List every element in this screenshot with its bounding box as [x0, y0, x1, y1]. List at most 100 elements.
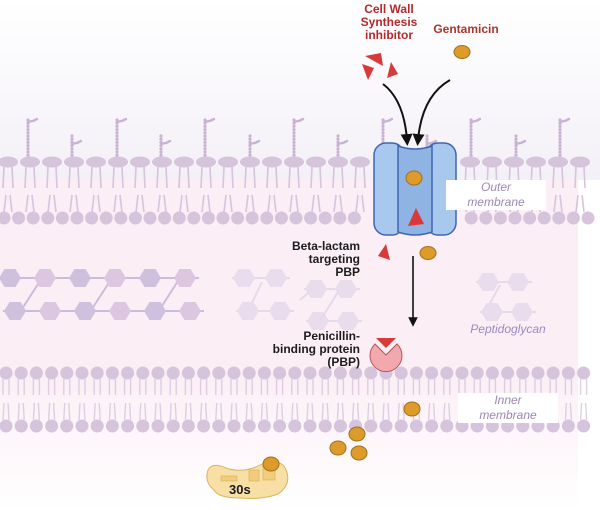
lipid-head [242, 366, 256, 380]
lipid-tail [184, 379, 193, 395]
gentamicin-molecule [419, 246, 437, 260]
lps-sugar [26, 140, 30, 144]
lps-branch [558, 117, 571, 124]
lipid-head [546, 366, 560, 380]
lipid-head [288, 419, 302, 433]
lipid-tail [534, 379, 542, 395]
lipid-tail [412, 379, 421, 395]
lipid-head [561, 366, 575, 380]
lipid-head [12, 211, 26, 225]
lipid-head [99, 211, 113, 225]
lipid-tail [351, 379, 360, 395]
lipid-head [90, 419, 104, 433]
lipid-head [350, 156, 370, 168]
lipid-head [90, 366, 104, 380]
lps-branch [469, 117, 482, 124]
lipid-tail [382, 379, 390, 395]
lps-sugar [203, 128, 207, 132]
lps-branch [336, 139, 349, 146]
lps-sugar [469, 144, 473, 148]
lps-branch [248, 139, 261, 146]
lipid-head [526, 156, 546, 168]
arrow-inhibitor-to-porin [382, 83, 413, 146]
lps-sugar [159, 153, 163, 157]
lipid-head [566, 211, 580, 225]
lipid-tail [184, 402, 193, 421]
lipid-head [289, 211, 303, 225]
lps-sugar [558, 134, 562, 138]
lipid-tail [321, 379, 329, 395]
lipid-tail [245, 379, 253, 395]
lipid-head [75, 419, 89, 433]
lipid-tail [245, 194, 255, 213]
lipid-head [455, 366, 469, 380]
lipid-tail [397, 402, 405, 421]
lipid-tail [244, 166, 256, 189]
lipid-head [0, 419, 13, 433]
beta-lactam-label-line: targeting [308, 252, 360, 266]
lps-sugar [558, 150, 562, 154]
lps-sugar [292, 131, 296, 135]
lps-sugar [203, 134, 207, 138]
cytoplasm-region [0, 370, 578, 510]
lps-sugar [248, 150, 252, 154]
lps-sugar [26, 128, 30, 132]
lipid-tail [25, 194, 35, 213]
lps-sugar [425, 137, 429, 141]
lipid-head [531, 366, 545, 380]
lipid-tail [291, 379, 299, 395]
lipid-head [75, 366, 89, 380]
lps-sugar [26, 131, 30, 135]
lipid-head [55, 211, 69, 225]
arrow-gentamicin-to-porin [412, 79, 451, 146]
lps-sugar [292, 150, 296, 154]
lipid-tail [68, 166, 80, 189]
lipid-tail [332, 166, 344, 189]
lipid-head [548, 156, 568, 168]
lipid-head [501, 366, 515, 380]
lipid-tail [336, 379, 345, 395]
lps-sugar [558, 131, 562, 135]
beta-lactam-label-line: PBP [335, 265, 360, 279]
pbp-label-line: binding protein [272, 342, 360, 356]
lps-sugar [469, 128, 473, 132]
lipid-tail [579, 379, 588, 395]
lipid-tail [17, 379, 25, 395]
extracellular-region [0, 0, 600, 180]
lipid-tail [291, 402, 299, 421]
lipid-head [121, 366, 135, 380]
sugar-unit [104, 269, 126, 287]
gentamicin-molecule [403, 401, 421, 417]
lipid-head [181, 419, 195, 433]
lipid-head [130, 156, 150, 168]
lipid-tail [154, 379, 162, 395]
lipid-head [143, 211, 157, 225]
lipid-head [60, 419, 74, 433]
lipid-head [333, 211, 347, 225]
lipid-head [257, 419, 271, 433]
lipid-head [64, 156, 84, 168]
lipid-tail [24, 166, 36, 189]
lipid-head [105, 419, 119, 433]
lipid-head [260, 211, 274, 225]
lipid-head [523, 211, 537, 225]
ribosome-rrna [248, 469, 260, 482]
lps-sugar [115, 150, 119, 154]
lipid-tail [306, 379, 314, 395]
lipid-tail [503, 379, 512, 395]
lipid-tail [333, 194, 343, 213]
lps-branch [115, 117, 128, 124]
lipid-tail [354, 166, 366, 189]
lps-sugar [26, 124, 30, 128]
lps-sugar [26, 134, 30, 138]
lipid-tail [134, 166, 146, 189]
ribosome-30s [206, 456, 289, 499]
lps-sugar [336, 153, 340, 157]
gentamicin-molecule [350, 445, 368, 461]
lps-sugar [70, 137, 74, 141]
lipid-head [333, 419, 347, 433]
lipid-head [440, 366, 454, 380]
lipid-tail [266, 166, 278, 189]
lipid-tail [108, 402, 117, 421]
